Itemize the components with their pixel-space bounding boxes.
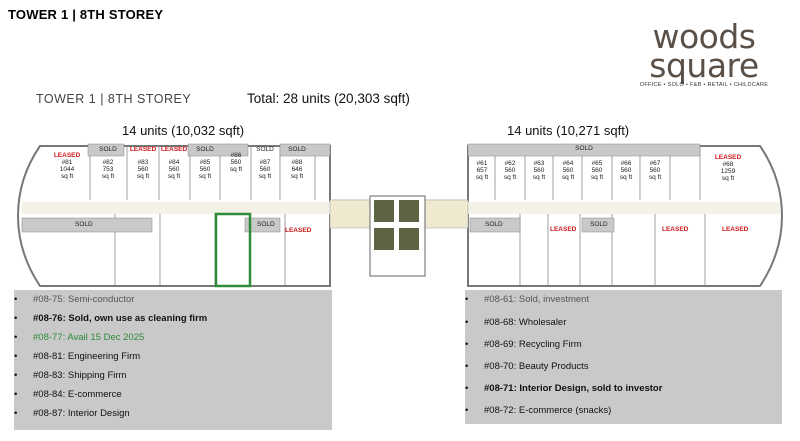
bullet: • [465, 294, 469, 305]
bullet: • [465, 383, 469, 394]
left-list-text: #08-81: Engineering Firm [33, 351, 141, 362]
left-list-text: #08-75: Semi-conductor [33, 294, 135, 305]
right-list-text: #08-69: Recycling Firm [484, 339, 582, 350]
left-wing-label: 14 units (10,032 sqft) [122, 123, 245, 138]
logo-tagline: OFFICE • SOLO • F&B • RETAIL • CHILDCARE [639, 82, 769, 88]
logo-line-1: woods [652, 17, 756, 56]
floor-plan [16, 143, 784, 288]
plan-title: TOWER 1 | 8TH STOREY [36, 92, 192, 106]
bullet: • [14, 370, 18, 381]
right-list-text: #08-72: E-commerce (snacks) [484, 405, 612, 416]
right-list-text: #08-70: Beauty Products [484, 361, 589, 372]
bullet: • [465, 405, 469, 416]
left-list-text: #08-76: Sold, own use as cleaning firm [33, 313, 208, 324]
bullet: • [14, 332, 18, 343]
bullet: • [14, 351, 18, 362]
bullet: • [465, 339, 469, 350]
right-list-text: #08-68: Wholesaler [484, 317, 567, 328]
right-wing-label: 14 units (10,271 sqft) [507, 123, 630, 138]
left-tenant-panel: • #08-75: Semi-conductor • #08-76: Sold,… [14, 290, 332, 430]
left-list-text: #08-83: Shipping Firm [33, 370, 127, 381]
plan-total: Total: 28 units (20,303 sqft) [247, 91, 410, 106]
bullet: • [465, 361, 469, 372]
bullet: • [14, 294, 18, 305]
bullet: • [465, 317, 469, 328]
bullet: • [14, 389, 18, 400]
woods-square-logo: woods square OFFICE • SOLO • F&B • RETAI… [634, 17, 774, 88]
right-list-text: #08-61: Sold, investment [484, 294, 590, 305]
page-title: TOWER 1 | 8TH STOREY [8, 7, 164, 22]
left-list-text: #08-87: Interior Design [33, 408, 130, 419]
left-list-text: #08-77: Avail 15 Dec 2025 [33, 332, 145, 343]
bullet: • [14, 313, 18, 324]
right-tenant-panel: • #08-61: Sold, investment • #08-68: Who… [465, 290, 782, 424]
right-list-text: #08-71: Interior Design, sold to investo… [484, 383, 663, 394]
bullet: • [14, 408, 18, 419]
logo-line-2: square [649, 46, 759, 85]
left-list-text: #08-84: E-commerce [33, 389, 122, 400]
